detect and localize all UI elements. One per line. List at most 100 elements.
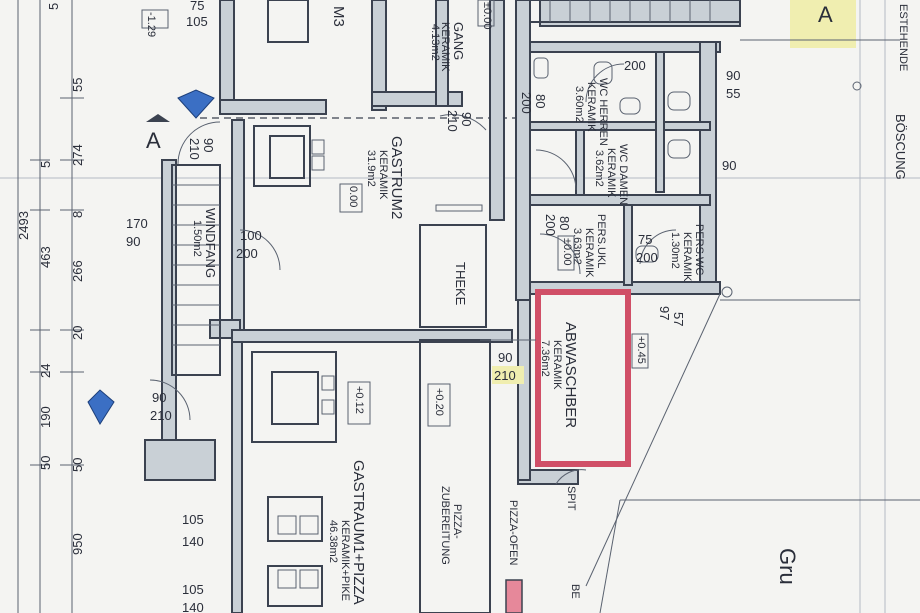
site-label-boschung: BÖSCUNG [893,114,908,180]
dim-label: 210 [445,110,460,132]
level-box [141,9,169,29]
room-floor-gastrum1: KERAMIK+PIKE [339,520,351,601]
dim-label: 190 [38,406,53,428]
highlight-area [492,366,524,384]
level-marker: ±0.00 [561,238,573,265]
dim-label: 90 [498,350,512,365]
room-floor-gastrum2: KERAMIK [377,150,389,200]
room-floor-wc-damen: KERAMIK [605,148,617,198]
dim-label: 105 [182,512,204,527]
room-label-spit: SPIT [565,486,577,511]
dim-label: 200 [624,58,646,73]
walls [144,0,741,613]
dim-label: 55 [726,86,740,101]
dim-label: 50 [70,458,85,472]
dim-label: 200 [236,246,258,261]
room-area-windfang: 1.50m2 [191,220,203,257]
level-box [339,183,363,213]
dim-label: 90 [152,390,166,405]
room-floor-pers-wc: KERAMIK [681,232,693,282]
dim-label: 8 [70,211,85,218]
dim-label: 24 [38,364,53,378]
dim-label: 140 [182,600,204,613]
section-label: A [146,128,161,153]
dim-label: 266 [70,260,85,282]
room-area-wc-herren: 3.60m2 [573,86,585,123]
corner-label: A [818,2,833,27]
dim-label: 75 [638,232,652,247]
dim-label: 50 [38,456,53,470]
room-area-wc-damen: 3.62m2 [593,150,605,187]
new-wall-block [505,579,523,613]
site-label-gru: Gru [775,548,800,585]
dim-label: 210 [494,368,516,383]
level-marker: +0.12 [353,386,365,414]
left-dimension-chain [17,0,84,613]
dim-label: 200 [543,214,558,236]
room-floor-wc-herren: KERAMIK [585,82,597,132]
room-label-wc-herren: WC HERREN [597,78,609,146]
room-label-zubereitung: ZUBEREITUNG [439,486,451,565]
level-marker: ±0.00 [481,2,493,29]
level-marker: +0.20 [433,388,445,416]
room-label-pizza-ofen: PIZZA-OFEN [507,500,519,565]
room-area-pers-wc: 1.30m2 [669,232,681,269]
furniture [251,0,491,613]
dim-label: 57 [671,312,686,326]
room-label-windfang: WINDFANG [203,208,218,278]
level-marker: +0.45 [635,336,647,364]
dim-label: 170 [126,216,148,231]
entrance-arrow-icon [87,389,115,425]
dim-label: 20 [70,326,85,340]
survey-point-icon [852,81,862,91]
room-area-abwasch: 7.36m2 [539,340,551,377]
dim-label: 5 [46,3,61,10]
dim-label: 950 [70,533,85,555]
dim-label: 90 [722,158,736,173]
room-floor-gang: KERAMIK [439,22,451,72]
room-label-gastrum1: GASTRAUM1+PIZZA [350,460,367,605]
level-box [347,381,371,425]
section-triangle-icon [146,114,170,122]
dim-label: 105 [186,14,208,29]
dim-label: 105 [182,582,204,597]
level-marker: -1.29 [145,12,157,37]
dim-label: 140 [182,534,204,549]
dim-label: 97 [657,306,672,320]
level-box [427,383,451,427]
room-floor-abwasch: KERAMIK [551,340,563,390]
survey-point-icon [721,286,733,298]
dim-label: 55 [70,78,85,92]
dim-label: 463 [38,246,53,268]
room-floor-pers-ukl: KERAMIK [583,228,595,278]
level-box [557,235,575,271]
dim-label: 100 [240,228,262,243]
dim-label: 210 [187,138,202,160]
door-swings [149,63,677,485]
dim-label: 90 [201,138,216,152]
dim-label: 80 [557,216,572,230]
new-wall [535,289,631,467]
dim-label: 90 [459,112,474,126]
site-outline [599,39,920,613]
dim-label: 75 [190,0,204,13]
entrance-stairs [171,164,221,376]
stair-flight [529,0,741,23]
room-area-gastrum1: 46.38m2 [327,520,339,563]
site-label-be: BE [569,584,581,599]
room-label-pizza: PIZZA- [451,504,463,539]
site-label-bestehende: ESTEHENDE [897,4,909,71]
level-box [477,0,495,27]
dim-label: 2493 [16,211,31,240]
section-arrow-icon [177,89,215,119]
room-label-theke: THEKE [453,262,468,306]
level-box [631,333,649,369]
dim-label: 5 [38,161,53,168]
dim-label: 210 [150,408,172,423]
dim-label: 200 [636,250,658,265]
room-area-gang: 4.13m2 [429,24,441,61]
room-label-pers-wc: PERS.WC [693,224,705,275]
dim-label: 90 [726,68,740,83]
level-marker: 0.00 [347,186,359,207]
